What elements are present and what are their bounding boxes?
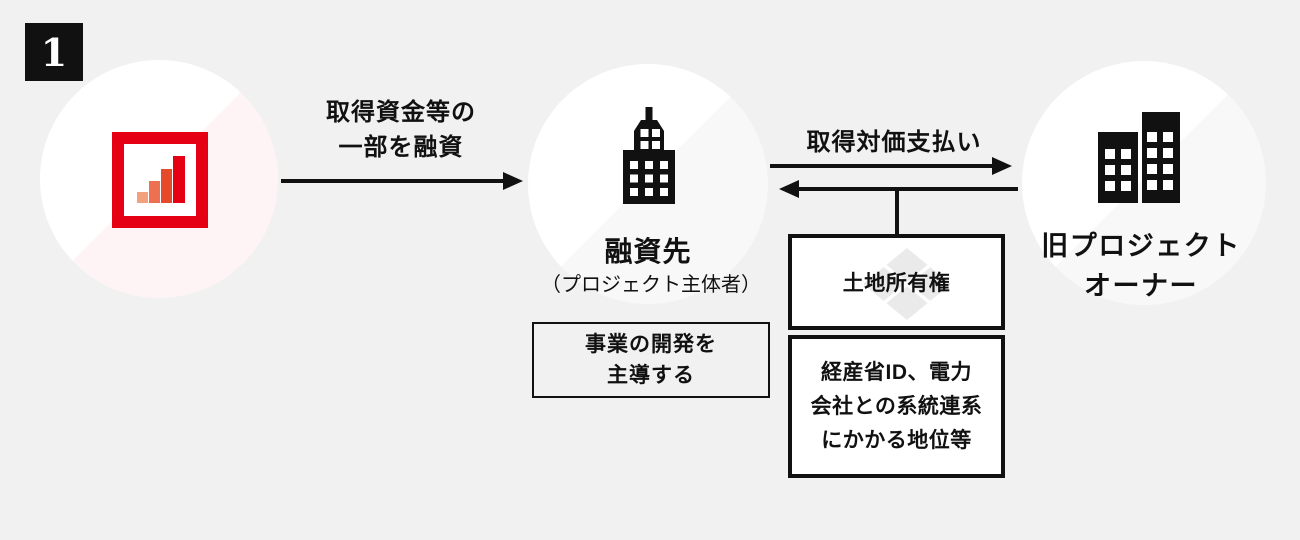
transfer-arrow-line [797,187,1018,191]
borrower-circle [528,64,768,304]
step-number-badge: 1 [25,23,83,81]
payment-arrow-label: 取得対価支払い [806,129,982,156]
payment-arrow-line [770,164,994,168]
transfer-arrow-connector-line [895,189,899,234]
two-buildings-icon [1098,112,1180,203]
step-number: 1 [40,29,68,75]
logo-bar-4 [172,156,185,203]
logo-bar-2 [148,181,160,203]
payment-arrow-head-icon [992,157,1012,175]
logo-bar-1 [137,192,148,203]
loan-arrow-head-icon [503,172,523,190]
old-owner-title: 旧プロジェクト オーナー [1041,231,1241,301]
borrower-subtitle: （プロジェクト主体者） [541,274,761,296]
borrower-note-box: 事業の開発を 主導する [532,322,770,398]
land-rights-box: 土地所有権 [788,234,1005,330]
loan-arrow-label: 取得資金等の 一部を融資 [326,99,476,161]
loan-arrow-line [281,179,505,183]
transfer-arrow-head-icon [779,180,799,198]
bar-chart-logo-icon [112,132,208,228]
meti-status-box: 経産省ID、電力 会社との系統連系 にかかる地位等 [788,335,1005,478]
office-building-icon [623,107,675,204]
logo-bar-3 [160,169,172,203]
borrower-title: 融資先 [604,236,692,267]
